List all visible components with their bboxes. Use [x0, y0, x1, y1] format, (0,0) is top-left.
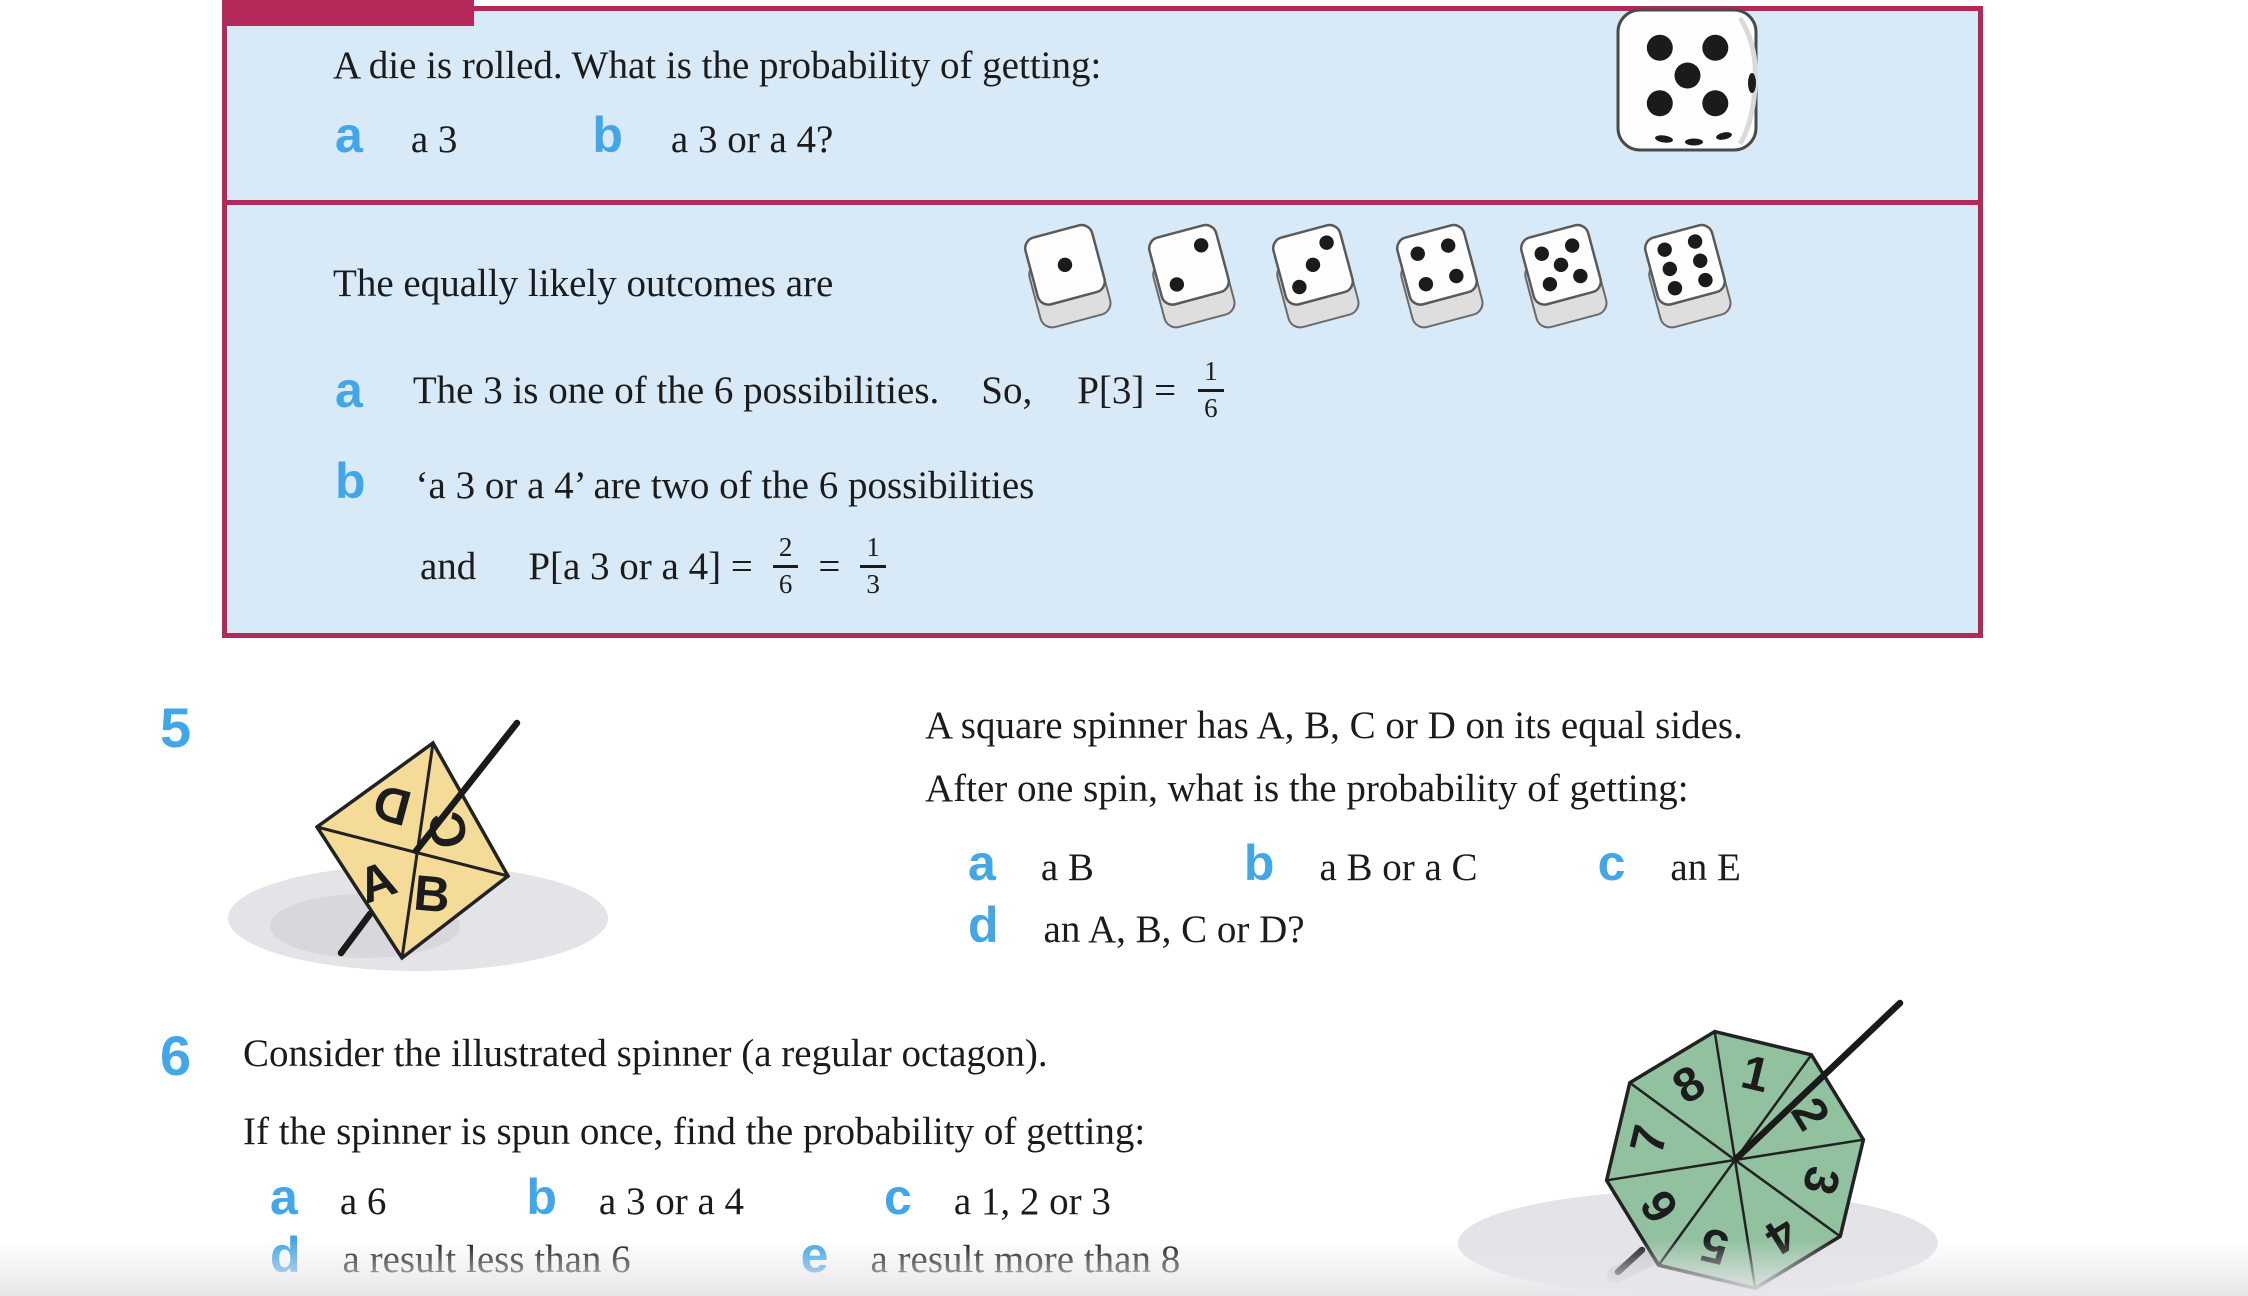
die-large-pips [1646, 34, 1729, 117]
item-marker-b: b [592, 107, 623, 163]
die-large-bottom-pip [1685, 138, 1703, 146]
fraction-one-third: 1 3 [860, 532, 886, 599]
item-marker-b: b [1243, 835, 1275, 891]
solution-intro: The equally likely outcomes are [333, 262, 834, 305]
q5-line2: After one spin, what is the probability … [925, 767, 1689, 810]
die-small-face-5 [1514, 222, 1614, 334]
spinner-axis-stick [1733, 999, 1904, 1162]
example-box-divider [222, 200, 1983, 205]
page-bottom-fade [0, 1240, 2248, 1296]
fraction-numerator: 1 [860, 532, 886, 568]
example-question-items: a a 3 b a 3 or a 4? [335, 110, 833, 162]
item-marker-a: a [968, 835, 996, 891]
item-text: an E [1670, 846, 1741, 889]
fraction-one-sixth: 1 6 [1198, 356, 1224, 423]
part-b-expression: P[a 3 or a 4] = [528, 544, 753, 588]
question-6-number: 6 [160, 1024, 192, 1087]
q6-line1: Consider the illustrated spinner (a regu… [243, 1032, 1048, 1075]
item-text: a B or a C [1319, 846, 1478, 889]
item-marker-a: a [335, 107, 363, 163]
die-small-face-6 [1638, 222, 1738, 334]
part-b-and: and [420, 544, 477, 588]
solution-part-b-line2: and P[a 3 or a 4] = 2 6 = 1 3 [420, 524, 886, 608]
die-large [1616, 8, 1758, 152]
fraction-denominator: 6 [1204, 392, 1218, 423]
die-large-bottom-pip [1716, 132, 1732, 140]
question-5-number: 5 [160, 696, 192, 759]
solution-part-b-line1: b ‘a 3 or a 4’ are two of the 6 possibil… [335, 456, 1034, 508]
spinner-axis-stick [412, 719, 521, 855]
die-large-bottom-pip [1655, 135, 1673, 143]
item-marker-a: a [335, 362, 363, 418]
item-text: an A, B, C or D? [1043, 908, 1305, 951]
part-a-expression: P[3] = [1077, 368, 1177, 412]
spinner-label-B: B [412, 865, 453, 924]
item-text: a 3 [410, 118, 458, 161]
die-small-face-4 [1390, 222, 1490, 334]
example-question-prompt: A die is rolled. What is the probability… [333, 44, 1102, 87]
item-text: a 6 [339, 1180, 387, 1223]
example-heading-tab [222, 0, 474, 26]
spinner-diagonal [316, 825, 509, 878]
spinner-axis-stick [337, 910, 374, 957]
q5-line1: A square spinner has A, B, C or D on its… [925, 704, 1743, 747]
part-a-text: The 3 is one of the 6 possibilities. [412, 368, 940, 412]
fraction-numerator: 2 [772, 532, 799, 568]
item-text: a 1, 2 or 3 [953, 1180, 1111, 1223]
fraction-denominator: 6 [778, 568, 793, 599]
q6-line2: If the spinner is spun once, find the pr… [243, 1110, 1146, 1153]
item-marker-b: b [526, 1169, 557, 1225]
part-a-so: So, [981, 368, 1033, 412]
part-b-equals: = [818, 544, 841, 588]
item-text: a 3 or a 4 [598, 1180, 745, 1223]
fraction-numerator: 1 [1198, 356, 1224, 392]
die-small-face-2 [1142, 222, 1242, 334]
item-marker-d: d [968, 897, 999, 953]
q6-items-row1: a a 6 b a 3 or a 4 c a 1, 2 or 3 [270, 1172, 1111, 1224]
square-spinner: D C A B [228, 719, 608, 971]
q5-items-row1: a a B b a B or a C c an E [968, 838, 1741, 890]
item-text: a 3 or a 4? [670, 118, 834, 161]
die-small-face-1 [1018, 222, 1118, 334]
solution-part-a: a The 3 is one of the 6 possibilities. S… [335, 352, 1224, 428]
part-b-text: ‘a 3 or a 4’ are two of the 6 possibilit… [415, 464, 1035, 507]
dice-row [1018, 222, 1738, 334]
fraction-two-sixths: 2 6 [772, 532, 799, 599]
item-marker-c: c [1597, 835, 1626, 891]
fraction-denominator: 3 [866, 568, 880, 599]
die-large-side-pip [1748, 73, 1756, 93]
item-text: a B [1040, 846, 1094, 889]
item-marker-b: b [335, 453, 366, 509]
die-small-face-3 [1266, 222, 1366, 334]
item-marker-c: c [884, 1169, 912, 1225]
q5-items-row2: d an A, B, C or D? [968, 900, 1305, 952]
item-marker-a: a [270, 1169, 298, 1225]
